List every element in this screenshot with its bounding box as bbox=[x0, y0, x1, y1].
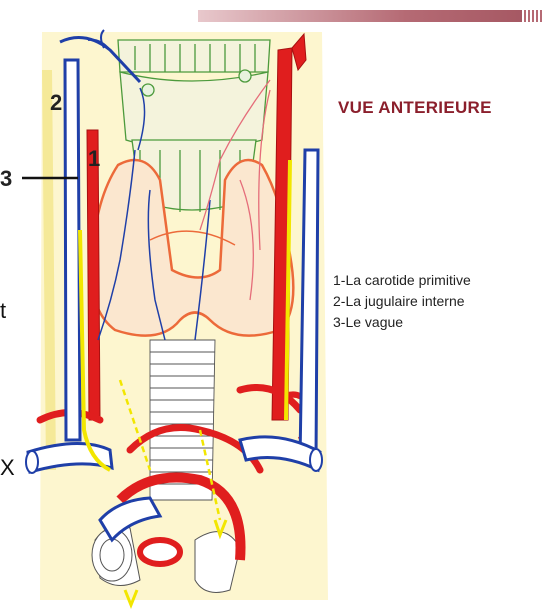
legend-item-jugular: 2-La jugulaire interne bbox=[333, 293, 465, 309]
aorta-cross-section bbox=[137, 537, 183, 567]
left-background-stripe bbox=[42, 70, 56, 470]
marker-2-label: 2 bbox=[50, 90, 62, 115]
thyroid-isthmus bbox=[149, 230, 236, 246]
left-edge-fragment-x: X bbox=[0, 455, 15, 480]
view-title: VUE ANTERIEURE bbox=[338, 98, 492, 117]
slide-header-bar bbox=[198, 10, 544, 22]
thyroid-arteries bbox=[199, 79, 271, 301]
thyroid-veins bbox=[97, 87, 211, 341]
legend-item-carotid: 1-La carotide primitive bbox=[333, 272, 471, 288]
vein-end-right bbox=[309, 448, 323, 472]
aortic-arch bbox=[116, 472, 246, 561]
vein-end-left bbox=[25, 450, 39, 474]
marker-1-label: 1 bbox=[88, 146, 100, 171]
slide-header-stripes bbox=[522, 10, 544, 22]
marker-3-label: 3 bbox=[0, 166, 12, 191]
vagus-nerves bbox=[78, 159, 292, 472]
jugular-branches-left bbox=[87, 29, 111, 51]
nerve-arrow-right bbox=[213, 519, 228, 540]
legend: 1-La carotide primitive 2-La jugulaire i… bbox=[333, 270, 471, 333]
bronchi bbox=[91, 525, 241, 593]
internal-jugular-veins bbox=[63, 58, 320, 462]
hyoid-horn-right bbox=[238, 69, 252, 83]
recurrent-laryngeal-nerves bbox=[118, 379, 222, 521]
nerve-arrow-left bbox=[123, 589, 139, 610]
common-carotid-arteries bbox=[86, 32, 307, 421]
left-edge-fragment-t: t bbox=[0, 298, 7, 323]
legend-item-vagus: 3-Le vague bbox=[333, 314, 404, 330]
hyoid-horn-left bbox=[141, 83, 155, 97]
